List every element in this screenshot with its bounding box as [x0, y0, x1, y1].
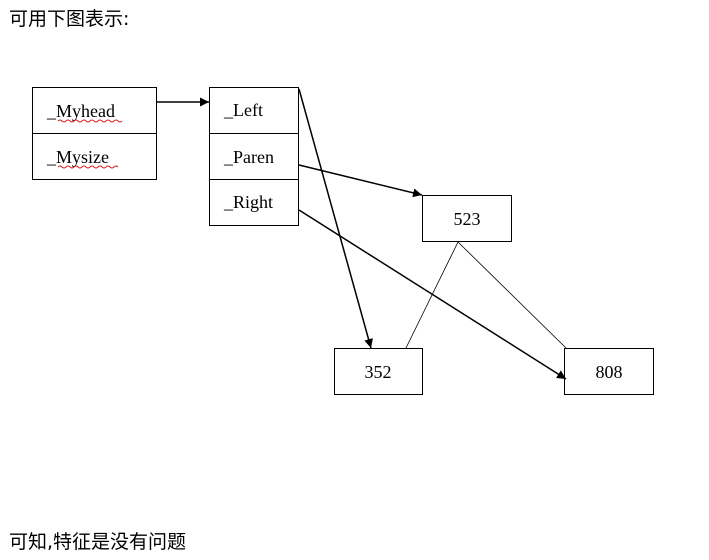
- node-352-box: [334, 348, 423, 395]
- tree-node-352: 352: [334, 348, 423, 395]
- arrow-left-to-352: [298, 88, 373, 349]
- node-523-label: 523: [454, 209, 481, 229]
- paren-label: _Paren: [223, 147, 274, 167]
- right-label: _Right: [223, 192, 273, 212]
- myhead-spell-underline: [57, 119, 123, 123]
- arrow-paren-to-523: [298, 164, 423, 198]
- myhead-cell: [32, 87, 157, 134]
- mysize-spell-underline: [57, 165, 119, 169]
- tree-node-808: 808: [564, 348, 654, 395]
- container-struct: _Myhead _Mysize: [32, 87, 157, 180]
- edge-523-to-808: [457, 241, 567, 349]
- node-523-box: [422, 195, 512, 242]
- mysize-cell: [32, 133, 157, 180]
- node-808-box: [564, 348, 654, 395]
- paren-cell: [209, 133, 299, 180]
- left-label: _Left: [223, 100, 263, 120]
- myhead-label: _Myhead: [46, 101, 115, 121]
- mysize-label: _Mysize: [46, 147, 109, 167]
- arrow-right-to-808: [298, 209, 567, 380]
- tree-node-523: 523: [422, 195, 512, 242]
- top-caption: 可用下图表示:: [9, 8, 130, 30]
- right-cell: [209, 179, 299, 226]
- bottom-caption: 可知,特征是没有问题: [9, 531, 187, 553]
- node-352-label: 352: [365, 362, 392, 382]
- head-node: _Left _Paren _Right: [209, 87, 299, 226]
- node-808-label: 808: [596, 362, 623, 382]
